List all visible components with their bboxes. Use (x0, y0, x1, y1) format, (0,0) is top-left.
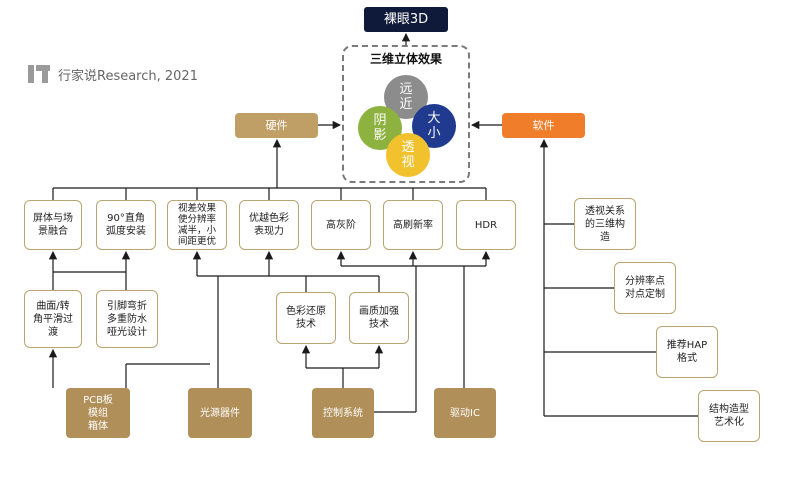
core-title: 三维立体效果 (369, 51, 442, 66)
core-dashed-box (342, 45, 470, 183)
bottom-item-driver-ic: 驱动IC (434, 388, 496, 438)
hw-item-hdr: HDR (456, 200, 516, 250)
hw-item-parallax: 视差效果 使分辨率 减半，小 间距更优 (167, 200, 227, 250)
hardware-node: 硬件 (235, 113, 318, 138)
sw-item-resolution: 分辨率点 对点定制 (614, 262, 676, 314)
hw-item-color: 优越色彩 表现力 (239, 200, 299, 250)
logo-icon (28, 65, 50, 83)
sw-item-3d-structure: 透视关系 的三维构 造 (574, 198, 636, 250)
top-node: 裸眼3D (364, 7, 448, 32)
bottom-item-light-source: 光源器件 (188, 388, 252, 438)
watermark-text: 行家说Research, 2021 (58, 68, 198, 84)
mid-item-curved: 曲面/转 角平滑过 渡 (24, 290, 82, 348)
mid-item-quality: 画质加强 技术 (349, 292, 409, 344)
hw-item-grayscale: 高灰阶 (311, 200, 371, 250)
bottom-item-control-system: 控制系统 (312, 388, 374, 438)
mid-item-waterproof: 引脚弯折 多重防水 哑光设计 (96, 290, 158, 348)
mid-item-color-restore: 色彩还原 技术 (276, 292, 336, 344)
software-node: 软件 (502, 113, 585, 138)
hw-item-screen-blend: 屏体与场 景融合 (24, 200, 82, 250)
watermark-logo: 行家说Research, 2021 (28, 64, 198, 84)
hw-item-right-angle: 90°直角 弧度安装 (96, 200, 156, 250)
circle-perspective: 透 视 (386, 133, 430, 177)
hw-item-refresh: 高刷新率 (383, 200, 443, 250)
sw-item-art-structure: 结构造型 艺术化 (698, 390, 760, 442)
bottom-item-pcb: PCB板 模组 箱体 (66, 388, 130, 438)
sw-item-hap-format: 推荐HAP 格式 (656, 326, 718, 378)
